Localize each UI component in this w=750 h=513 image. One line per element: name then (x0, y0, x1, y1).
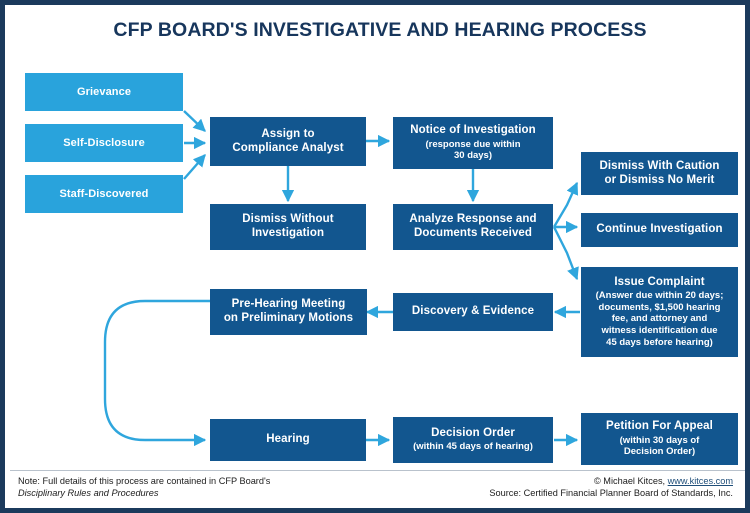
footer-note-line1: Note: Full details of this process are c… (18, 476, 271, 486)
node-issue-complaint-label: Issue Complaint (614, 275, 705, 288)
node-assign-to-compliance-analyst[interactable]: Assign to Compliance Analyst (210, 117, 366, 166)
node-notice-of-investigation[interactable]: Notice of Investigation (response due wi… (393, 117, 553, 169)
footer-copyright: © Michael Kitces, www.kitces.com (489, 475, 733, 487)
node-hearing[interactable]: Hearing (210, 419, 366, 461)
node-dismiss-caution-line2: or Dismiss No Merit (604, 173, 715, 186)
node-petition-sub2: Decision Order) (623, 446, 696, 458)
node-issue-complaint-sub1: (Answer due within 20 days; (595, 290, 724, 302)
page-title: CFP BOARD'S INVESTIGATIVE AND HEARING PR… (113, 19, 647, 41)
footer-copyright-prefix: © Michael Kitces, (593, 476, 668, 486)
node-issue-complaint-sub3: fee, and attorney and (611, 313, 708, 325)
node-analyze-response[interactable]: Analyze Response and Documents Received (393, 204, 553, 250)
kitces-website-link[interactable]: www.kitces.com (667, 476, 733, 486)
node-discovery-label: Discovery & Evidence (411, 305, 535, 318)
node-analyze-line2: Documents Received (413, 227, 533, 239)
node-pre-hearing-line1: Pre-Hearing Meeting (231, 298, 346, 311)
node-analyze-line1: Analyze Response and (409, 213, 537, 226)
node-petition-for-appeal[interactable]: Petition For Appeal (within 30 days of D… (581, 413, 738, 465)
node-dismiss-caution-line1: Dismiss With Caution (599, 159, 720, 172)
node-hearing-label: Hearing (266, 433, 310, 446)
node-assign-line2: Compliance Analyst (232, 141, 344, 154)
node-notice-label: Notice of Investigation (410, 124, 536, 137)
node-assign-line1: Assign to (261, 127, 315, 140)
node-dismiss-with-caution[interactable]: Dismiss With Caution or Dismiss No Merit (581, 152, 738, 195)
node-staff-discovered[interactable]: Staff-Discovered (25, 175, 183, 213)
node-continue-investigation[interactable]: Continue Investigation (581, 213, 738, 247)
node-petition-label: Petition For Appeal (606, 420, 713, 433)
footer-divider (10, 470, 745, 471)
node-pre-hearing-meeting[interactable]: Pre-Hearing Meeting on Preliminary Motio… (210, 289, 367, 335)
footer-credit: © Michael Kitces, www.kitces.com Source:… (489, 475, 733, 500)
node-self-disclosure-label: Self-Disclosure (63, 136, 145, 149)
node-issue-complaint-sub5: 45 days before hearing) (606, 336, 713, 348)
footer-note-line2: Disciplinary Rules and Procedures (18, 488, 159, 499)
node-notice-sub-line1: (response due within (425, 138, 521, 150)
node-grievance[interactable]: Grievance (25, 73, 183, 111)
node-notice-sub-line2: 30 days) (453, 150, 493, 162)
node-issue-complaint-sub4: witness identification due (601, 325, 718, 337)
footer-note: Note: Full details of this process are c… (18, 475, 270, 500)
node-staff-discovered-label: Staff-Discovered (59, 187, 149, 200)
node-decision-order-label: Decision Order (431, 426, 515, 439)
node-self-disclosure[interactable]: Self-Disclosure (25, 124, 183, 162)
node-petition-sub1: (within 30 days of (619, 434, 700, 446)
node-dismiss-without-line1: Dismiss Without (242, 213, 334, 226)
footer-source: Source: Certified Financial Planner Boar… (489, 488, 733, 499)
node-continue-investigation-label: Continue Investigation (596, 223, 723, 236)
node-grievance-label: Grievance (76, 85, 132, 98)
node-pre-hearing-line2: on Preliminary Motions (223, 312, 354, 324)
node-dismiss-without-investigation[interactable]: Dismiss Without Investigation (210, 204, 366, 250)
node-discovery-and-evidence[interactable]: Discovery & Evidence (393, 293, 553, 331)
node-issue-complaint[interactable]: Issue Complaint (Answer due within 20 da… (581, 267, 738, 357)
node-dismiss-without-line2: Investigation (251, 227, 325, 239)
node-decision-order-sub1: (within 45 days of hearing) (413, 441, 533, 453)
node-issue-complaint-sub2: documents, $1,500 hearing (598, 301, 721, 313)
node-decision-order[interactable]: Decision Order (within 45 days of hearin… (393, 417, 553, 463)
